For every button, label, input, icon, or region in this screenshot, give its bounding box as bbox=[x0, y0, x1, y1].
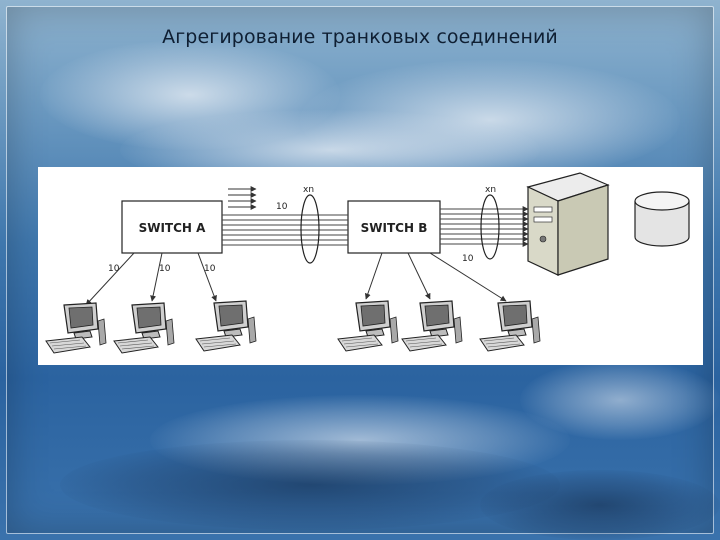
pc-icon bbox=[195, 300, 257, 352]
switch-a-label: SWITCH A bbox=[139, 221, 207, 235]
switch-a-box bbox=[121, 200, 223, 254]
slide-frame bbox=[6, 6, 714, 534]
trunk-a-b-bundle-ring bbox=[300, 194, 320, 264]
slide-title: Агрегирование транковых соединений bbox=[162, 26, 558, 48]
server-icon bbox=[526, 172, 610, 276]
trunk-a-b-speed: 10 bbox=[276, 202, 288, 212]
trunk-a-b bbox=[222, 214, 348, 246]
trunk-b-server-bundle-ring bbox=[480, 194, 500, 260]
network-diagram: SWITCH A SWITCH B xn 10 bbox=[38, 167, 703, 365]
storage-disk-icon bbox=[634, 191, 690, 247]
pc-icon bbox=[113, 302, 175, 354]
trunk-b-server-speed: 10 bbox=[462, 254, 474, 264]
switch-b-label: SWITCH B bbox=[361, 221, 428, 235]
pc-icon bbox=[401, 300, 463, 352]
pc-link-3-speed: 10 bbox=[204, 264, 216, 274]
pc-icon bbox=[479, 300, 541, 352]
trunk-a-b-multiplier: xn bbox=[303, 185, 314, 195]
pc-icon bbox=[45, 302, 107, 354]
pc-link-2-speed: 10 bbox=[159, 264, 171, 274]
trunk-b-server bbox=[440, 206, 529, 247]
background-cloud-dark bbox=[60, 440, 560, 530]
network-diagram-svg: SWITCH A SWITCH B xn 10 bbox=[45, 172, 690, 354]
switch-b-pc-links bbox=[364, 252, 507, 302]
switch-a-pc-links bbox=[85, 252, 217, 306]
pc-link-1-speed: 10 bbox=[108, 264, 120, 274]
pc-icon bbox=[337, 300, 399, 352]
traffic-arrows-a bbox=[228, 186, 257, 210]
trunk-b-server-multiplier: xn bbox=[485, 185, 496, 195]
background-cloud-dark bbox=[480, 470, 720, 540]
background-cloud bbox=[520, 360, 720, 440]
switch-b-box bbox=[347, 200, 441, 254]
